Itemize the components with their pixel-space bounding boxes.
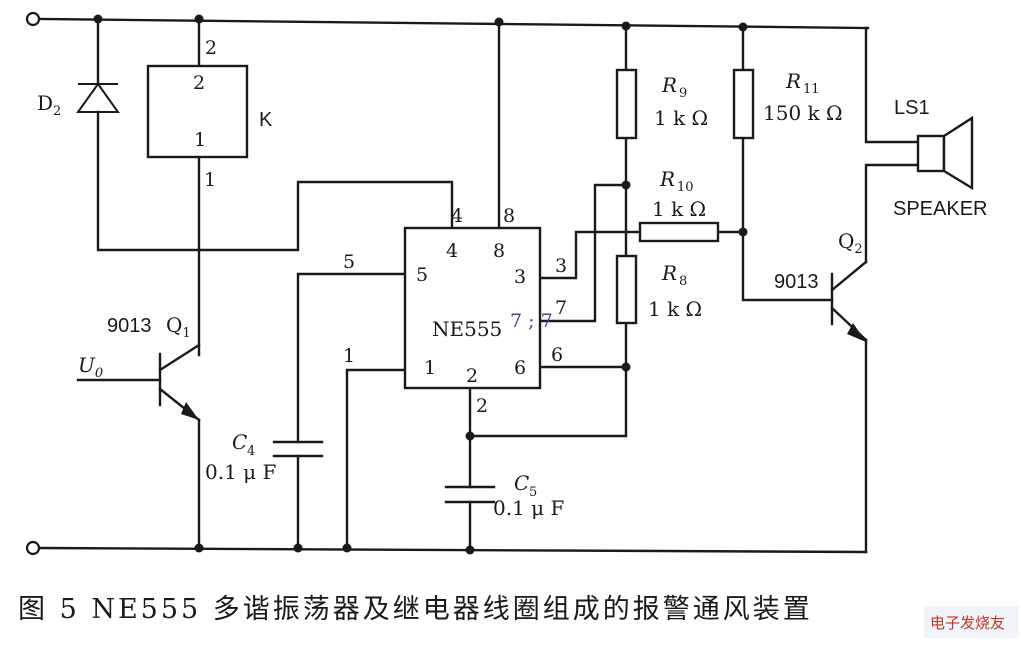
wire-pin-1: 1 <box>343 345 355 367</box>
r8-sub: 8 <box>679 274 687 289</box>
relay-wire-pin-1: 1 <box>204 169 216 191</box>
q2-label: Q2 <box>838 229 863 257</box>
input-label: U0 <box>78 353 103 381</box>
speaker-name: SPEAKER <box>893 198 987 220</box>
r10-sub: 10 <box>677 180 694 195</box>
ic-pin4-inside: 4 <box>446 240 458 262</box>
wire-pin-2: 2 <box>476 395 488 417</box>
ic-pin5-inside: 5 <box>416 264 428 286</box>
c5-label: C <box>514 471 529 495</box>
relay-wire-pin-2: 2 <box>205 37 217 59</box>
relay-pin-1: 1 <box>194 129 206 151</box>
wire-pin-3: 3 <box>555 255 567 277</box>
q1-emitter-arrow <box>181 402 199 420</box>
q1-label: Q1 <box>166 313 191 341</box>
q2-emitter-arrow <box>847 323 866 342</box>
ic-pin8-inside: 8 <box>493 240 505 262</box>
wire-pin-6: 6 <box>551 344 563 366</box>
wire-pin-4: 4 <box>451 205 463 227</box>
resistor-r11: R 11 150 k Ω <box>732 68 843 140</box>
capacitor-c5: C 5 0.1 μ F <box>444 471 565 520</box>
wire-pin-8: 8 <box>503 205 515 227</box>
wire-pin-7: 7 <box>555 297 567 319</box>
diode-d2: D2 <box>37 82 120 119</box>
r9-value: 1 k Ω <box>654 106 708 130</box>
q1-type: 9013 <box>107 315 152 337</box>
r11-label: R <box>785 69 801 93</box>
r11-sub: 11 <box>803 82 820 97</box>
r10-label: R <box>659 167 675 191</box>
ic-pin6-inside: 6 <box>514 357 526 379</box>
ic-pin2-inside: 2 <box>466 365 478 387</box>
speaker-ref: LS1 <box>894 97 930 119</box>
capacitor-c4: C 4 0.1 μ F <box>205 430 324 484</box>
r9-sub: 9 <box>679 86 687 101</box>
transistor-q1: 9013 Q1 U0 <box>78 313 201 422</box>
resistor-r8: R 8 1 k Ω <box>615 254 702 325</box>
junction-dots <box>93 14 748 555</box>
ic-pin1-inside: 1 <box>424 357 436 379</box>
r11-value: 150 k Ω <box>763 101 843 125</box>
relay-label: K <box>259 109 273 131</box>
c4-label: C <box>232 430 247 454</box>
c4-sub: 4 <box>247 444 255 459</box>
figure-caption: 图 5 NE555 多谐振荡器及继电器线圈组成的报警通风装置 <box>18 594 813 625</box>
wires <box>38 17 920 554</box>
ic-pin3-inside: 3 <box>514 266 526 288</box>
transistor-q2: 9013 Q2 <box>774 229 868 342</box>
terminal-top <box>25 11 41 27</box>
terminal-bottom <box>25 540 41 556</box>
q2-type: 9013 <box>774 271 819 293</box>
ic-pin7-overlay: 7 ; 7 <box>510 310 553 332</box>
resistor-r10: R 10 1 k Ω <box>638 167 720 243</box>
r8-value: 1 k Ω <box>648 297 702 321</box>
c5-sub: 5 <box>529 485 537 500</box>
diode-label: D2 <box>37 91 61 119</box>
relay-k: 2 1 K 2 1 <box>146 37 273 191</box>
relay-pin-2: 2 <box>193 72 205 94</box>
wire-pin-5: 5 <box>343 251 355 273</box>
r9-label: R <box>661 73 677 97</box>
speaker-ls1: LS1 SPEAKER <box>893 97 987 220</box>
ne555-chip: 4 8 5 3 1 2 6 NE555 7 ; 7 <box>403 226 553 390</box>
watermark: 电子发烧友 <box>924 606 1018 638</box>
resistor-r9: R 9 1 k Ω <box>615 68 708 140</box>
watermark-text: 电子发烧友 <box>930 615 1005 632</box>
r10-value: 1 k Ω <box>652 197 706 221</box>
ic-label: NE555 <box>432 317 502 341</box>
pin-wire-labels: 4 8 5 1 3 7 6 2 <box>343 205 567 417</box>
c5-value: 0.1 μ F <box>493 496 565 520</box>
c4-value: 0.1 μ F <box>205 460 277 484</box>
r8-label: R <box>661 261 677 285</box>
